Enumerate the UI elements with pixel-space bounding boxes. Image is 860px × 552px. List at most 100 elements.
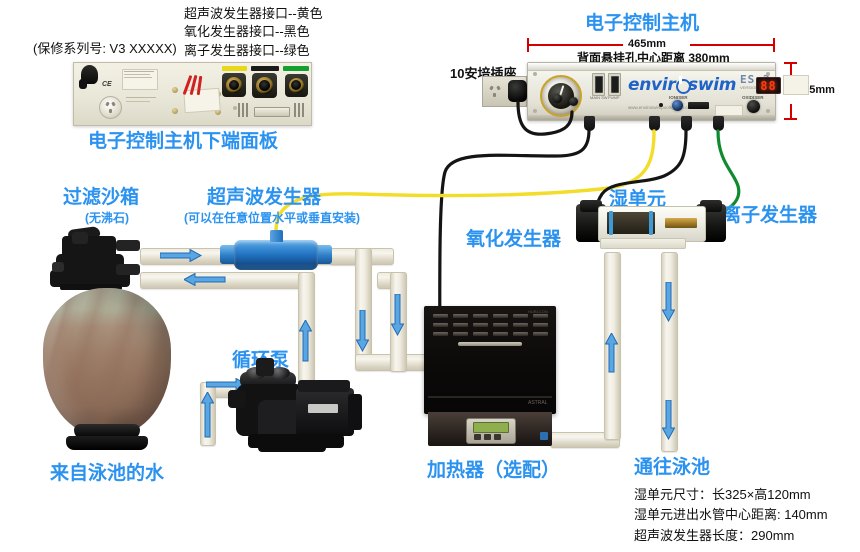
flow-arrow-down-to-pool-1 (662, 282, 675, 322)
oxidiser-knob[interactable] (747, 100, 760, 113)
to-pool-label: 通往泳池 (634, 457, 711, 478)
heater-control-panel[interactable] (466, 418, 516, 444)
panel-print-line (126, 97, 156, 98)
panel-print-line (124, 77, 152, 78)
water-from-pool-label: 来自泳池的水 (50, 463, 165, 484)
switch-caption-right: PUMP (608, 95, 620, 100)
connector-port-oxidation (252, 73, 277, 98)
panel-print-line (126, 101, 150, 102)
ultrasonic-label: 超声波发生器 (207, 187, 322, 208)
wet-cell-electrode-ion (665, 218, 697, 228)
flow-arrow-down-right (391, 294, 404, 336)
heater-button[interactable] (494, 434, 501, 440)
panel-screw (215, 109, 221, 115)
switch-housing-right (608, 73, 621, 96)
wet-cell-band (609, 211, 613, 235)
panel-print-line (124, 74, 150, 75)
ce-mark-icon: CE (102, 81, 112, 88)
control-unit-title: 电子控制主机 (585, 13, 700, 34)
panel-screw (233, 106, 237, 110)
sand-filter-sublabel: (无沸石) (85, 211, 129, 225)
timer-dial[interactable] (540, 75, 582, 117)
ultrasonic-body (234, 240, 318, 270)
flow-arrow-down-heater-inlet (356, 310, 369, 352)
panel-screw (172, 87, 178, 93)
website-caption: www.enviroswimpoolsystem.com (628, 105, 694, 110)
valve-base (50, 270, 130, 287)
dimension-tick-right (773, 38, 775, 52)
heater-handle (458, 342, 522, 346)
spec-print-plate (715, 105, 743, 116)
pump-motor-terminal-box (298, 380, 350, 392)
dimension-line-height-bottom (790, 104, 792, 120)
plug-ion (713, 116, 724, 131)
dimension-line-width-left (527, 44, 623, 46)
wet-cell-electrode-oxidation (607, 212, 655, 234)
wet-cell-nut-left (580, 200, 602, 212)
heater-base-cabinet (428, 412, 552, 446)
pump-motor-end-bell (348, 394, 362, 430)
panel-screw (533, 109, 537, 113)
port-tab-black (251, 66, 279, 71)
pump-discharge-port (256, 358, 274, 376)
cord-tail-icon (79, 79, 87, 89)
port-tab-yellow (222, 66, 247, 71)
brand-logo-mark-icon (676, 79, 691, 94)
timer-center-knob[interactable] (553, 94, 562, 103)
mains-socket-icon (99, 96, 122, 119)
panel-vent (246, 103, 248, 117)
wet-cell-label: 湿单元 (609, 189, 667, 210)
plug-power (584, 116, 595, 131)
cable-heater-power (438, 128, 591, 422)
cable-ultrasonic-yellow (274, 129, 656, 234)
oxidation-generator-label: 氧化发生器 (466, 229, 562, 250)
dimension-tick-bottom (784, 118, 797, 120)
flow-arrow-up-wetcell (605, 333, 618, 373)
flow-arrow-left-suction (184, 273, 226, 286)
warranty-serial-label: (保修系列号: V3 XXXXX) (33, 41, 177, 56)
spec-line-ultrasonic-length: 超声波发生器长度：290mm (634, 527, 795, 543)
wet-cell-band (649, 211, 653, 235)
port-legend-line-ultrasonic: 超声波发生器接口--黄色 (184, 6, 323, 21)
port-legend-line-ion: 离子发生器接口--绿色 (184, 42, 310, 58)
port-legend-block: 超声波发生器接口--黄色 氧化发生器接口--黑色 离子发生器接口--绿色 (184, 6, 323, 59)
tank-vessel (43, 288, 171, 436)
pump-nameplate (308, 404, 338, 413)
panel-screw (172, 108, 178, 114)
switch-housing-left (592, 73, 605, 96)
spec-line-wetcell-spacing: 湿单元进出水管中心距离: 140mm (634, 507, 828, 523)
plug-oxidation (681, 116, 692, 131)
heater-button[interactable] (484, 434, 491, 440)
heater-label: 加热器（选配） (427, 460, 561, 481)
brand-logo-text: envir (628, 75, 676, 95)
ultrasonic-sublabel: (可以在任意位置水平或垂直安装) (184, 211, 360, 225)
panel-vent (302, 103, 304, 117)
spec-line-wetcell-size: 湿单元尺寸：长325×高120mm (634, 487, 811, 502)
ioniser-knob[interactable] (672, 100, 683, 111)
panel-terminal-block (254, 107, 290, 117)
dimension-line-height-top (790, 62, 792, 78)
valve-mid-body (56, 254, 124, 272)
dimension-width-label: 465mm (628, 38, 666, 50)
reset-knob[interactable] (569, 97, 578, 106)
connector-port-ion (285, 74, 308, 97)
heater-brand-text: ASTRAL (528, 400, 548, 406)
panel-screw (533, 72, 537, 76)
digital-display: 88 (756, 77, 781, 94)
panel-print-line (124, 71, 154, 72)
pump-lid-knob-right (270, 367, 290, 379)
dimension-tick-left (527, 38, 529, 52)
ioniser-caption: IONISER (669, 95, 688, 100)
panel-vent (294, 103, 296, 117)
switch-caption-left: MAIN SW (590, 95, 608, 100)
ioniser-led (659, 103, 663, 107)
flow-arrow-up-pool-inlet (201, 392, 214, 438)
heater-brand-text-top: HURLCON (528, 309, 548, 314)
wet-cell-bracket (600, 238, 686, 249)
pump-suction-port (228, 390, 246, 408)
circulation-pump (228, 358, 398, 456)
heater-button[interactable] (474, 434, 481, 440)
pipe-to-pool (661, 252, 678, 452)
